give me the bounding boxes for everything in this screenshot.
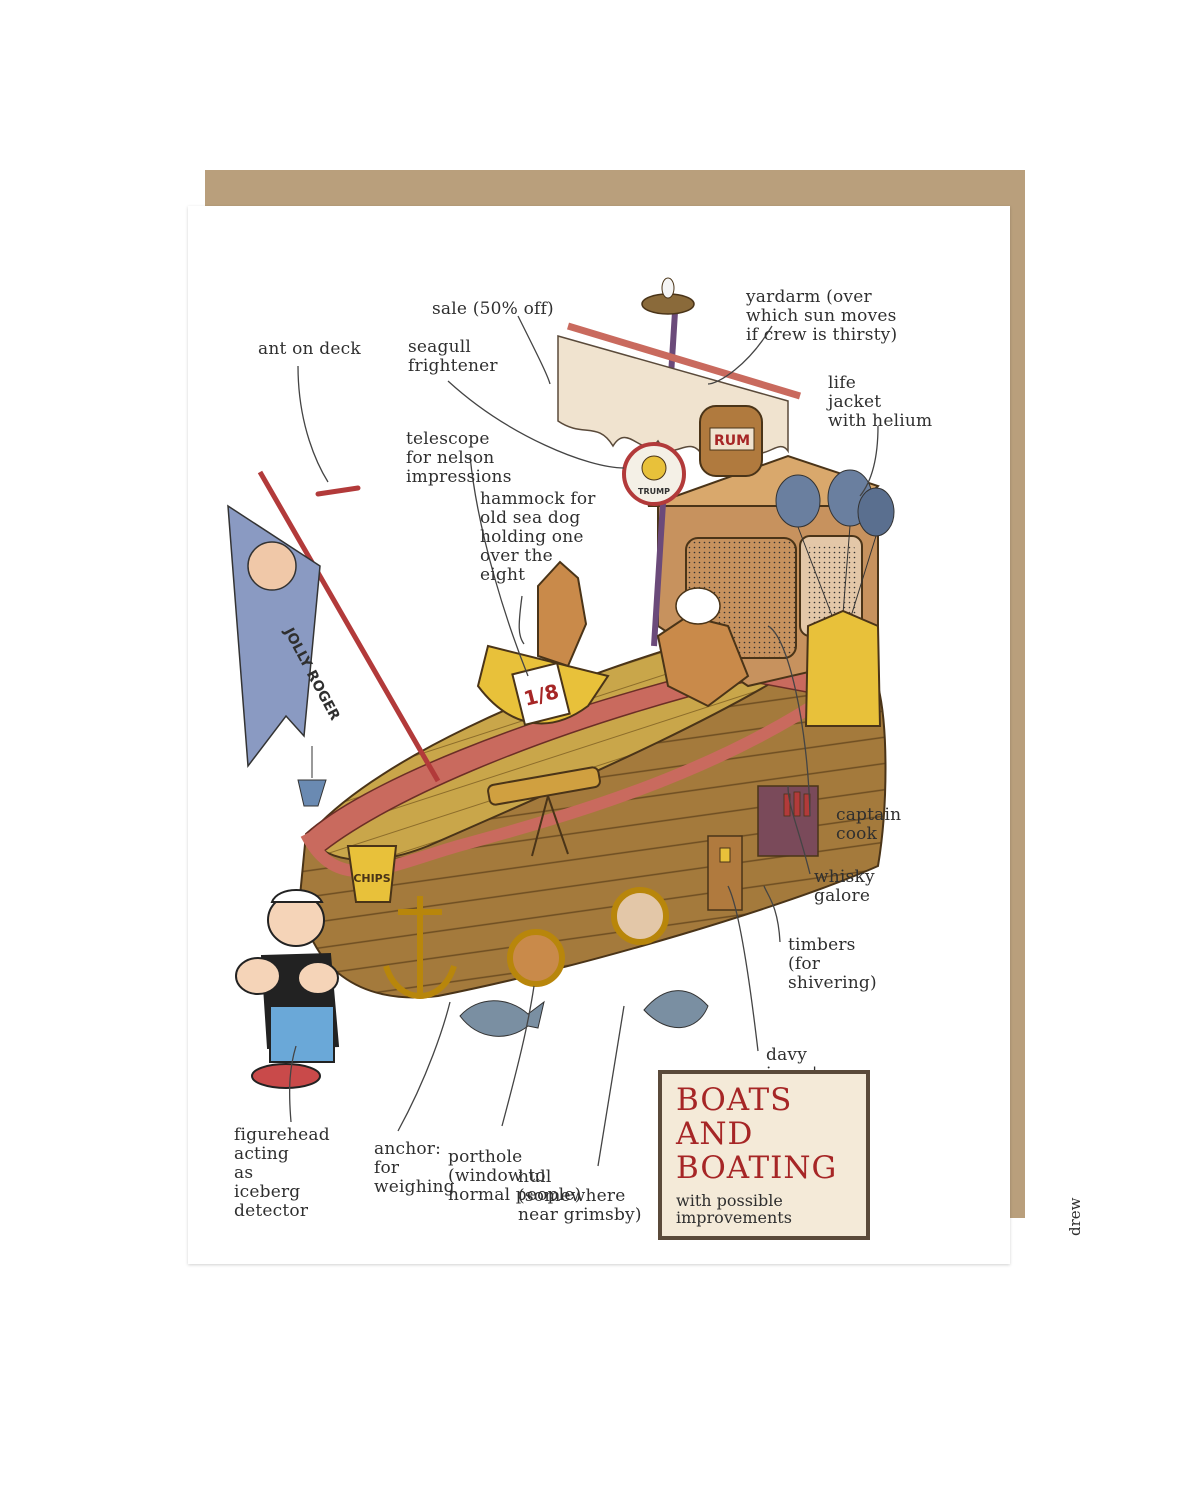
label-anchor: anchor: for weighing	[374, 1139, 455, 1197]
porthole-dog	[507, 929, 565, 987]
title-box: BOATS AND BOATING with possible improvem…	[658, 1070, 870, 1240]
helium-balloons	[775, 469, 895, 627]
fish-on-line	[297, 779, 327, 807]
bucket-text: CHIPS	[353, 872, 390, 885]
label-porthole: porthole (window to normal people)	[448, 1147, 582, 1205]
eighth-card	[511, 661, 571, 727]
figurehead-sailor	[235, 889, 340, 1089]
label-life-jacket: life jacket with helium	[828, 373, 933, 431]
anchor	[383, 896, 457, 999]
label-hull: hull (somewhere near grimsby)	[518, 1167, 642, 1225]
label-seagull: seagull frightener	[408, 337, 498, 376]
label-whisky: whisky galore	[814, 867, 875, 906]
telescope	[487, 766, 601, 857]
label-telescope: telescope for nelson impressions	[406, 429, 512, 487]
yardarm	[566, 322, 802, 400]
boat-illustration: TRUMP RUM 1/8 JOLLY ROGE	[227, 277, 895, 1167]
label-ant: ant on deck	[258, 339, 361, 359]
title-subtitle: with possible improvements	[676, 1191, 792, 1227]
fishing-rod	[257, 470, 441, 783]
artist-signature: drew	[1066, 1197, 1084, 1237]
fish-below	[459, 1000, 545, 1037]
davy-jones-locker	[707, 835, 743, 911]
ant	[315, 485, 361, 497]
label-yardarm: yardarm (over which sun moves if crew is…	[746, 287, 898, 345]
label-hammock: hammock for old sea dog holding one over…	[480, 489, 596, 585]
life-jacket	[804, 609, 882, 727]
greeting-card: TRUMP RUM 1/8 JOLLY ROGE	[188, 206, 1084, 1264]
label-captain: captain cook	[836, 805, 902, 844]
sea-dog	[537, 560, 588, 668]
title-line-1: BOATS	[676, 1082, 793, 1118]
chips-bucket	[346, 845, 398, 903]
label-sale: sale (50% off)	[432, 299, 554, 319]
barrel-text: RUM	[714, 433, 750, 449]
title-line-2: AND	[676, 1116, 754, 1152]
title-line-3: BOATING	[676, 1150, 838, 1186]
label-figurehead: figurehead acting as iceberg detector	[234, 1125, 330, 1221]
fish-shark	[643, 990, 709, 1028]
annotation-arrows	[288, 315, 879, 1167]
label-timbers: timbers (for shivering)	[788, 935, 877, 993]
sign-text: TRUMP	[638, 487, 670, 496]
porthole	[611, 887, 669, 945]
